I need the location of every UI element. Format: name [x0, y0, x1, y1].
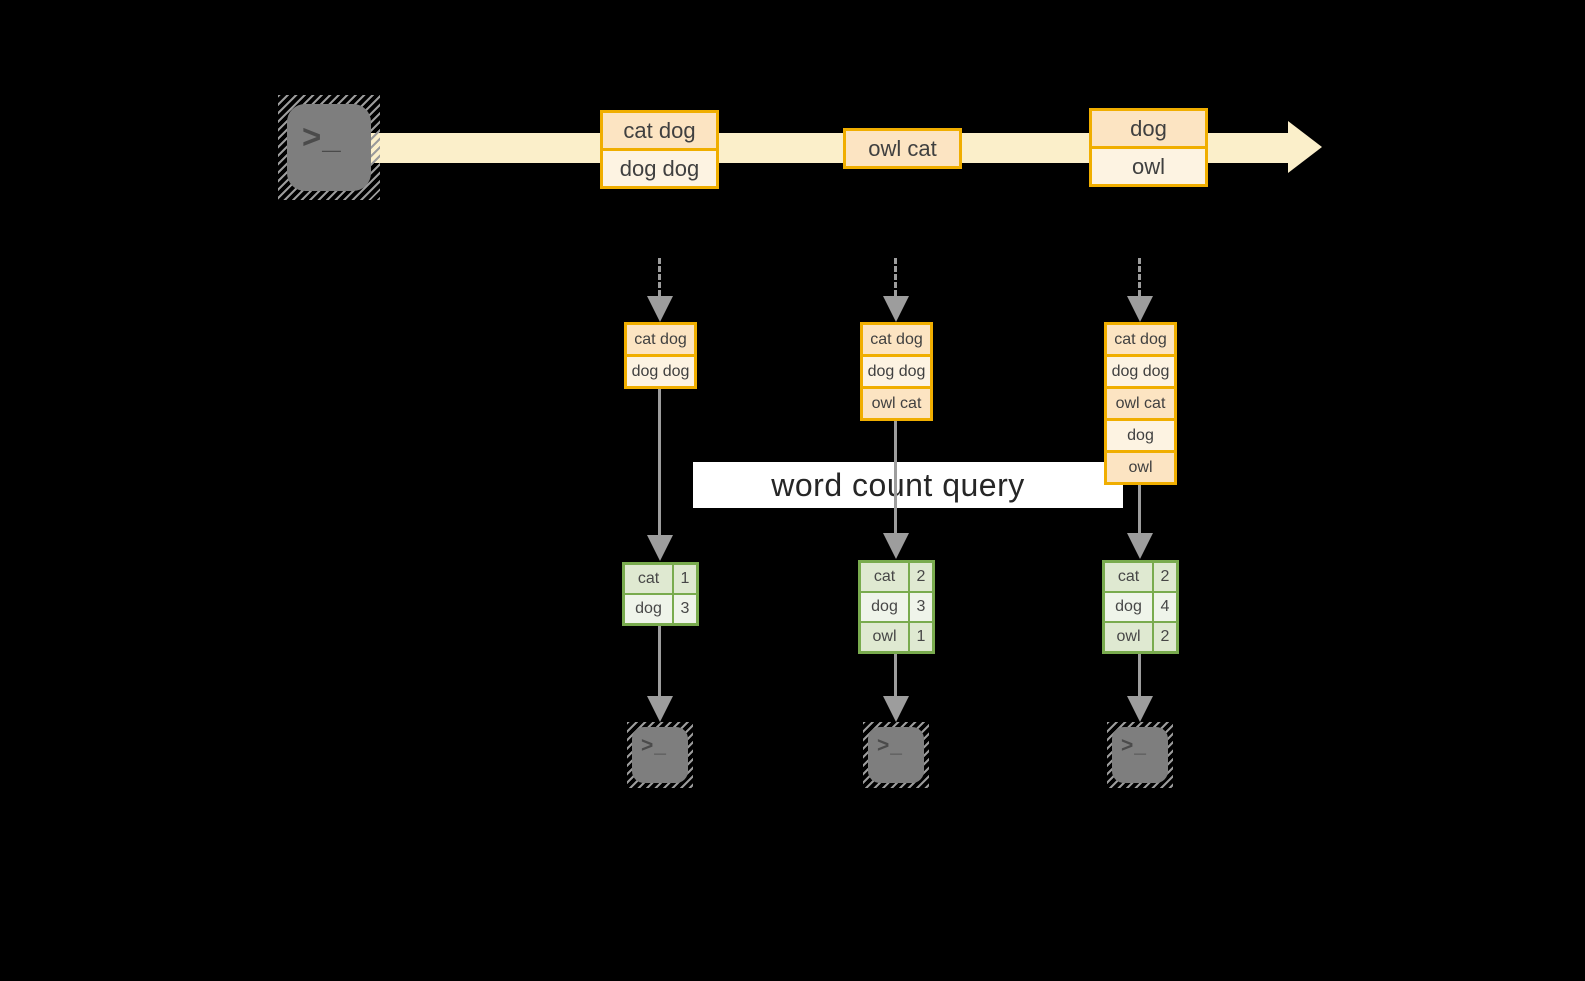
- microbatch-arrowhead: [1127, 296, 1153, 322]
- result-arrowhead: [883, 696, 909, 722]
- result-flow-line: [1138, 654, 1141, 696]
- terminal-source-icon: >_: [278, 95, 380, 200]
- stream-batch-box: owl cat: [843, 128, 962, 169]
- terminal-prompt-icon: >_: [877, 734, 903, 757]
- query-flow-line: [658, 389, 661, 535]
- count-cell: 4: [1154, 593, 1176, 621]
- state-row: owl: [1107, 453, 1174, 482]
- query-label: word count query: [771, 466, 1025, 503]
- word-cell: cat: [861, 563, 908, 591]
- microbatch-dashed-arrow: [658, 258, 661, 296]
- microbatch-dashed-arrow: [894, 258, 897, 296]
- count-cell: 3: [674, 595, 696, 623]
- state-row: dog dog: [863, 357, 930, 389]
- count-cell: 2: [910, 563, 932, 591]
- word-cell: cat: [625, 565, 672, 593]
- terminal-sink-icon: >_: [863, 722, 929, 788]
- terminal-prompt-icon: >_: [1121, 734, 1147, 757]
- stream-batch-row: owl: [1092, 149, 1205, 184]
- terminal-prompt-icon: >_: [641, 734, 667, 757]
- terminal-body: >_: [1112, 727, 1168, 783]
- terminal-prompt-icon: >_: [302, 118, 342, 155]
- word-cell: cat: [1105, 563, 1152, 591]
- state-row: cat dog: [863, 325, 930, 357]
- state-row: cat dog: [1107, 325, 1174, 357]
- result-flow-line: [894, 654, 897, 696]
- result-flow-line: [658, 626, 661, 696]
- terminal-sink-icon: >_: [627, 722, 693, 788]
- state-row: cat dog: [627, 325, 694, 357]
- word-cell: dog: [1105, 593, 1152, 621]
- microbatch-arrowhead: [883, 296, 909, 322]
- stream-batch-row: cat dog: [603, 113, 716, 151]
- query-flow-arrowhead: [647, 535, 673, 561]
- terminal-body: >_: [287, 104, 371, 191]
- count-cell: 2: [1154, 623, 1176, 651]
- word-cell: dog: [861, 593, 908, 621]
- count-cell: 1: [910, 623, 932, 651]
- stream-batch-row: dog dog: [603, 151, 716, 186]
- query-flow-line: [894, 421, 897, 533]
- stream-batch-row: dog: [1092, 111, 1205, 149]
- stream-batch-row: owl cat: [846, 131, 959, 166]
- state-row: dog dog: [1107, 357, 1174, 389]
- microbatch-arrowhead: [647, 296, 673, 322]
- count-cell: 2: [1154, 563, 1176, 591]
- count-cell: 3: [910, 593, 932, 621]
- word-cell: owl: [1105, 623, 1152, 651]
- state-row: dog dog: [627, 357, 694, 386]
- microbatch-dashed-arrow: [1138, 258, 1141, 296]
- terminal-body: >_: [868, 727, 924, 783]
- query-flow-line: [1138, 485, 1141, 533]
- state-row: owl cat: [863, 389, 930, 418]
- result-arrowhead: [647, 696, 673, 722]
- count-cell: 1: [674, 565, 696, 593]
- state-row: dog: [1107, 421, 1174, 453]
- query-flow-arrowhead: [1127, 533, 1153, 559]
- query-flow-arrowhead: [883, 533, 909, 559]
- word-cell: dog: [625, 595, 672, 623]
- word-cell: owl: [861, 623, 908, 651]
- terminal-body: >_: [632, 727, 688, 783]
- state-row: owl cat: [1107, 389, 1174, 421]
- query-label-band: word count query: [693, 462, 1123, 508]
- result-arrowhead: [1127, 696, 1153, 722]
- terminal-sink-icon: >_: [1107, 722, 1173, 788]
- stream-arrowhead: [1288, 121, 1322, 173]
